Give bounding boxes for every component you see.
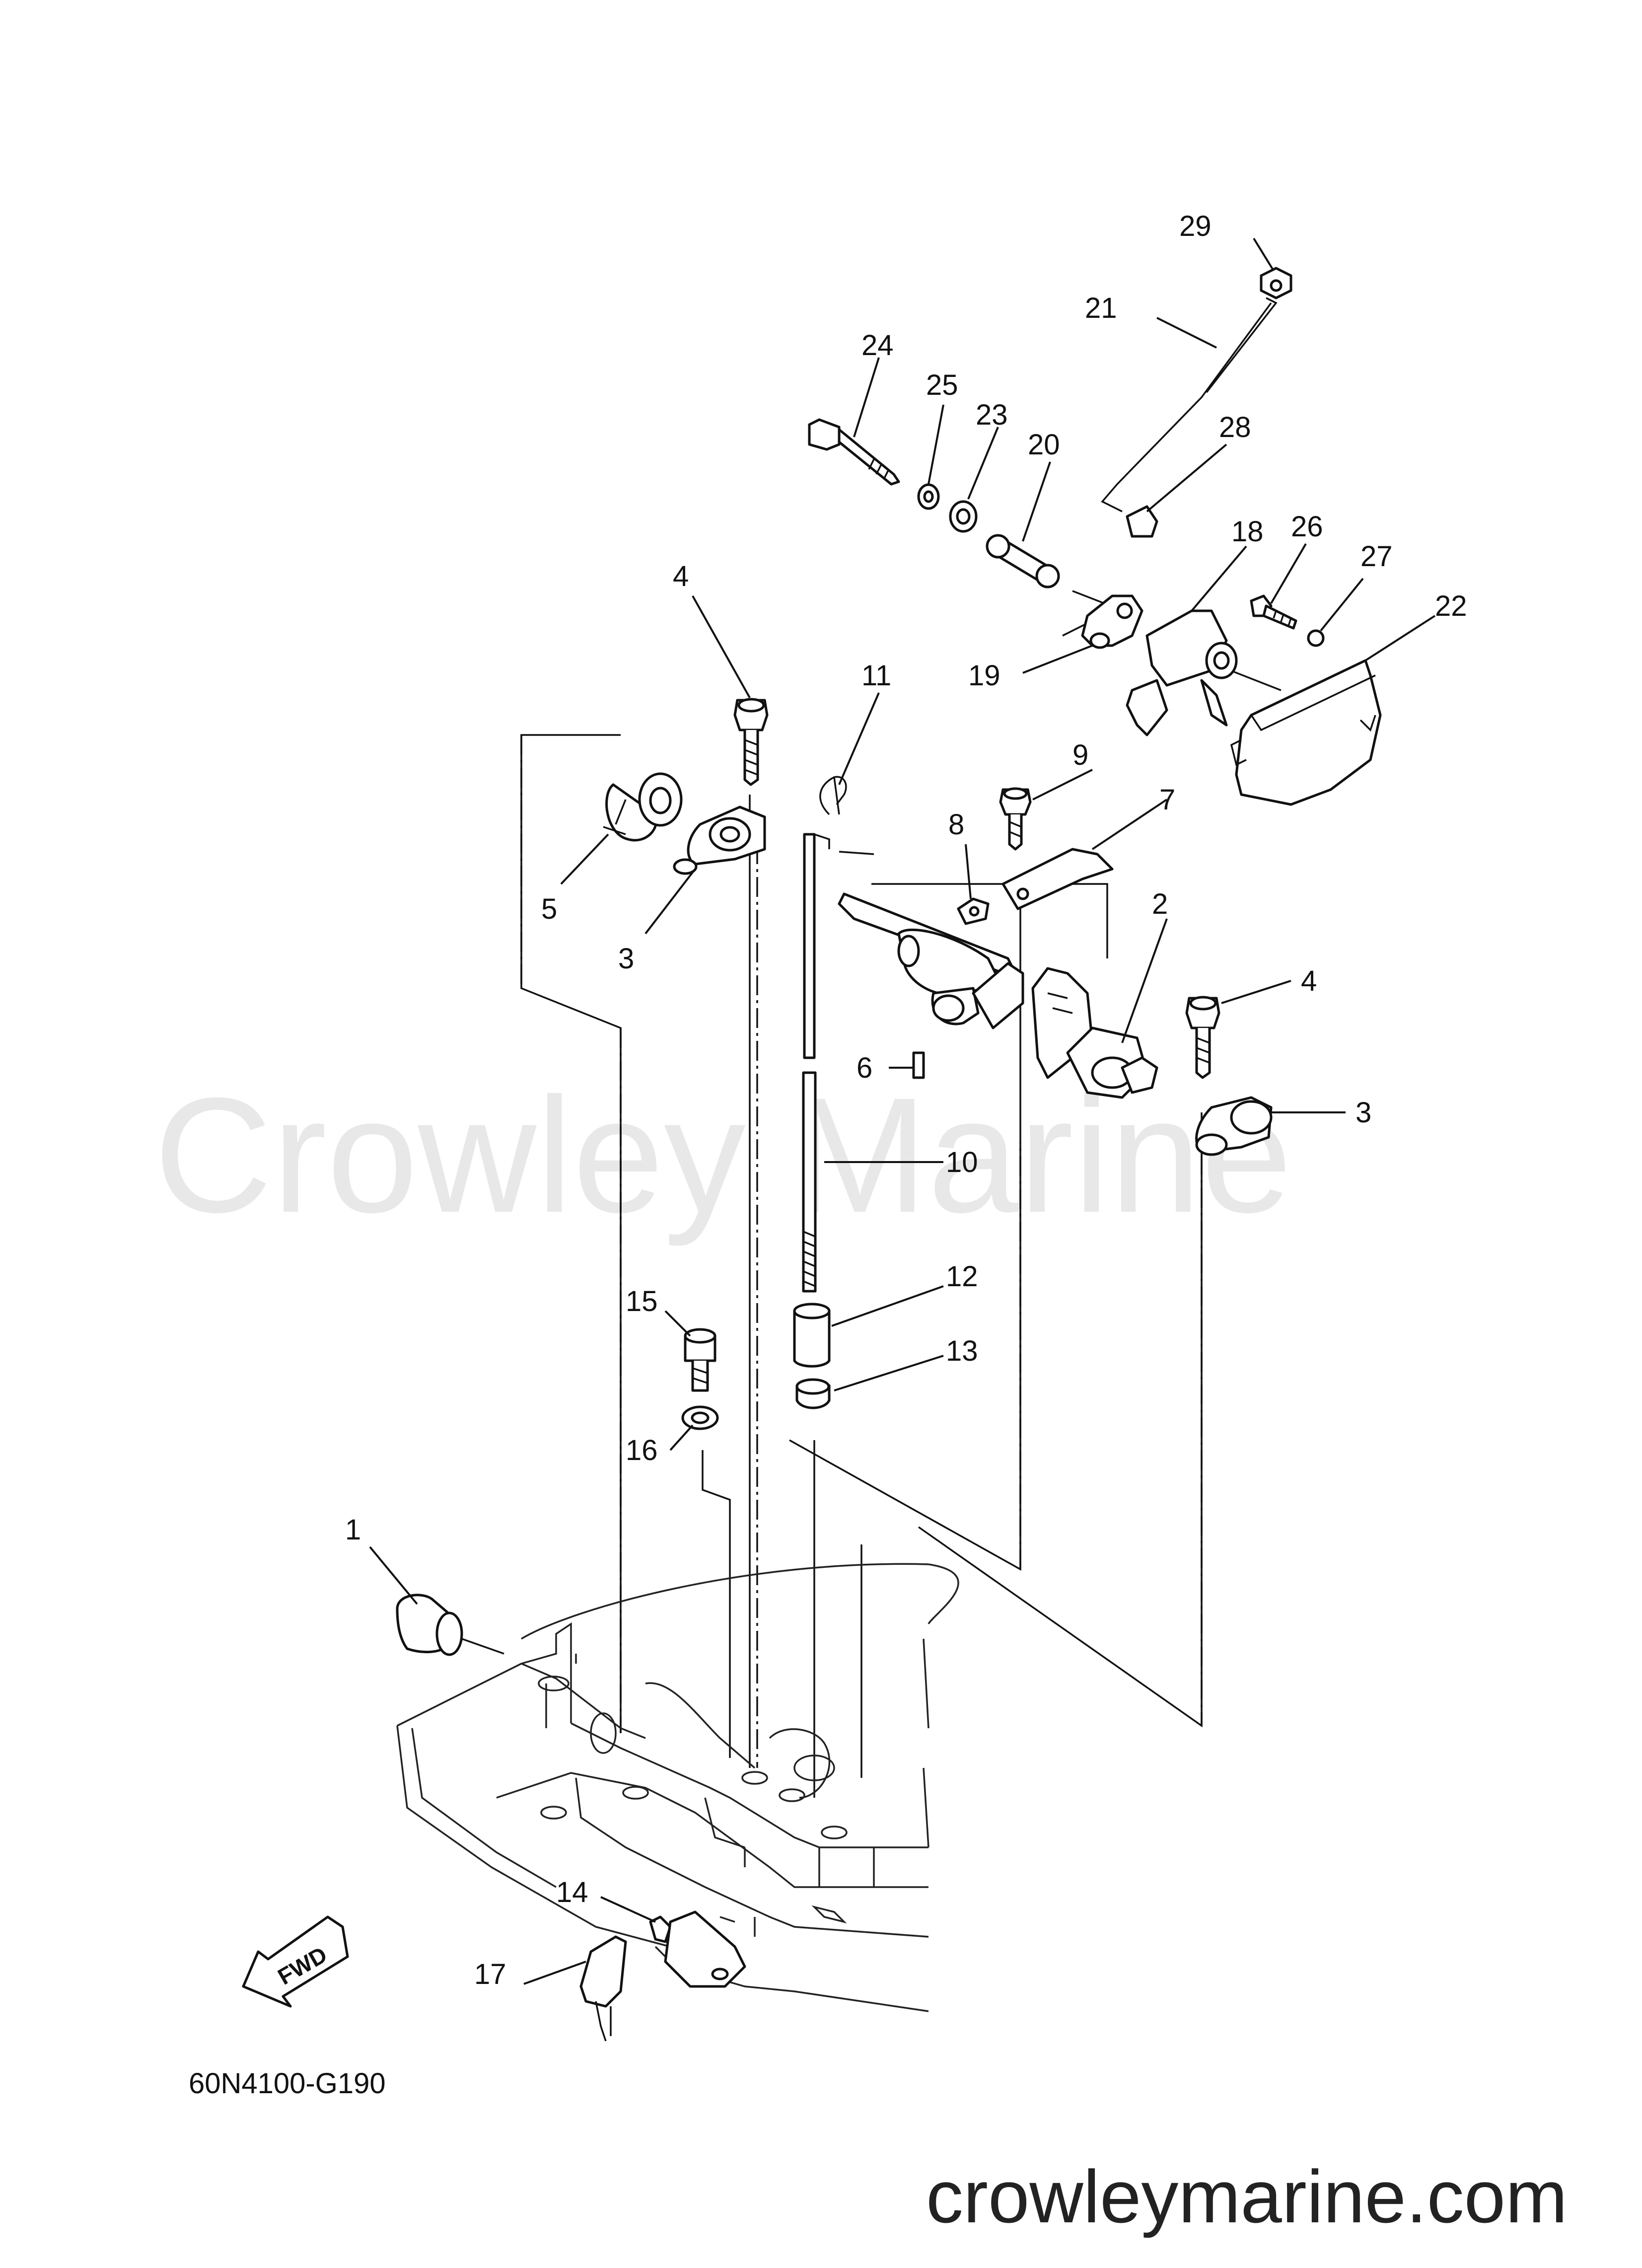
fwd-arrow-icon: FWD bbox=[242, 1915, 349, 2008]
part-6-pin bbox=[912, 1051, 925, 1079]
callout-16: 16 bbox=[626, 1434, 658, 1466]
part-15-bolt bbox=[684, 1328, 716, 1392]
callout-17: 17 bbox=[474, 1958, 506, 1990]
callout-12: 12 bbox=[946, 1260, 978, 1293]
part-26-bolt bbox=[1250, 594, 1297, 630]
footer-url: crowleymarine.com bbox=[926, 2155, 1568, 2238]
callout-14: 14 bbox=[556, 1876, 588, 1908]
part-13-nut bbox=[795, 1378, 831, 1409]
part-7-plate bbox=[1001, 848, 1114, 910]
part-20-collar bbox=[986, 534, 1060, 588]
bottom-cowling-housing bbox=[396, 1563, 959, 2012]
part-25-washer bbox=[917, 483, 940, 510]
callout-9: 9 bbox=[1072, 739, 1088, 771]
callout-19: 19 bbox=[968, 659, 1000, 692]
assembly-guide-lines bbox=[520, 590, 1282, 1798]
part-4-bolt-right bbox=[1185, 996, 1220, 1079]
callout-6: 6 bbox=[857, 1052, 872, 1084]
callout-29: 29 bbox=[1179, 210, 1212, 242]
part-12-spacer bbox=[793, 1303, 831, 1368]
callout-7: 7 bbox=[1159, 784, 1175, 816]
part-16-washer bbox=[681, 1405, 719, 1430]
part-11-clip bbox=[819, 776, 847, 815]
part-8-clip bbox=[957, 897, 990, 925]
callout-11: 11 bbox=[861, 659, 891, 692]
callout-23: 23 bbox=[976, 399, 1008, 431]
part-21-link-rod bbox=[1101, 297, 1278, 512]
callout-10: 10 bbox=[946, 1146, 978, 1178]
callout-4-left: 4 bbox=[673, 560, 689, 592]
callout-1: 1 bbox=[345, 1514, 361, 1546]
part-29-nut bbox=[1260, 267, 1292, 299]
callout-15: 15 bbox=[626, 1285, 658, 1317]
callout-28: 28 bbox=[1219, 411, 1251, 443]
callout-5: 5 bbox=[541, 893, 557, 925]
part-27-washer bbox=[1307, 629, 1325, 647]
leader-lines bbox=[369, 237, 1436, 1985]
part-2-shift-shaft-assembly bbox=[838, 892, 1158, 1099]
callout-20: 20 bbox=[1028, 429, 1060, 461]
callout-3-left: 3 bbox=[618, 943, 634, 975]
part-1-grommet bbox=[396, 1594, 504, 1656]
part-4-bolt-left bbox=[733, 698, 769, 786]
callout-27: 27 bbox=[1360, 540, 1393, 573]
part-18-throttle-cam bbox=[1126, 609, 1238, 736]
callout-25: 25 bbox=[926, 369, 958, 401]
part-28-clip bbox=[1126, 505, 1158, 538]
diagram-code: 60N4100-G190 bbox=[189, 2067, 386, 2100]
callout-2: 2 bbox=[1152, 888, 1168, 920]
part-3-bracket-right bbox=[1195, 1096, 1273, 1156]
callout-22: 22 bbox=[1435, 590, 1467, 622]
callout-26: 26 bbox=[1291, 511, 1323, 543]
callout-13: 13 bbox=[946, 1335, 978, 1367]
callout-labels: 1 2 3 3 4 4 5 6 7 8 9 10 11 12 13 14 15 … bbox=[345, 210, 1467, 1990]
part-23-washer bbox=[949, 500, 978, 533]
part-14-clip bbox=[649, 1910, 746, 1988]
part-9-bolt bbox=[999, 787, 1032, 851]
part-5-collar bbox=[603, 772, 683, 842]
callout-18: 18 bbox=[1231, 515, 1264, 548]
part-24-long-bolt bbox=[808, 418, 900, 486]
callout-21: 21 bbox=[1085, 292, 1117, 324]
part-17-connector bbox=[579, 1935, 627, 2042]
callout-8: 8 bbox=[948, 808, 964, 841]
part-19-lever bbox=[1081, 594, 1143, 649]
part-22-bracket-plate bbox=[1230, 659, 1382, 806]
part-10-shift-rod bbox=[802, 833, 830, 1293]
callout-3-right: 3 bbox=[1356, 1097, 1371, 1129]
callout-24: 24 bbox=[861, 329, 894, 362]
callout-4-right: 4 bbox=[1301, 965, 1317, 997]
part-3-bracket-left bbox=[673, 805, 766, 875]
